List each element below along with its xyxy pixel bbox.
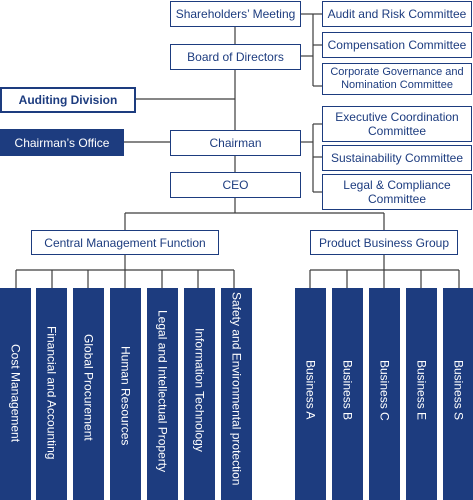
committee-governance-nomination: Corporate Governance and Nomination Comm…: [322, 63, 472, 95]
function-cost-management-label: Cost Management: [8, 344, 23, 443]
business-b: Business B: [332, 288, 363, 500]
auditing-division-box: Auditing Division: [0, 87, 136, 113]
committee-legal-compliance: Legal & Compliance Committee: [322, 174, 472, 210]
committee-sustainability: Sustainability Committee: [322, 145, 472, 171]
committee-audit-risk-label: Audit and Risk Committee: [327, 7, 467, 21]
committee-compensation: Compensation Committee: [322, 32, 472, 58]
business-b-label: Business B: [340, 360, 355, 421]
committee-legal-compliance-label: Legal & Compliance Committee: [343, 178, 451, 206]
function-financial-accounting-label: Financial and Accounting: [44, 326, 59, 460]
business-c-label: Business C: [377, 360, 392, 421]
function-safety-environmental-label: Safety and Environmental protection: [229, 292, 244, 486]
chairmans-office-box: Chairman’s Office: [0, 129, 124, 156]
committee-audit-risk: Audit and Risk Committee: [322, 1, 472, 27]
business-e: Business E: [406, 288, 437, 500]
chairman-label: Chairman: [209, 136, 262, 150]
committee-governance-nomination-label: Corporate Governance and Nomination Comm…: [330, 66, 464, 91]
function-information-technology: Information Technology: [184, 288, 215, 500]
function-information-technology-label: Information Technology: [192, 328, 207, 452]
business-s-label: Business S: [451, 360, 466, 421]
function-legal-ip-label: Legal and Intellectual Property: [155, 310, 170, 473]
business-e-label: Business E: [414, 360, 429, 421]
board-of-directors-box: Board of Directors: [170, 44, 301, 70]
function-cost-management: Cost Management: [0, 288, 31, 500]
function-financial-accounting: Financial and Accounting: [36, 288, 67, 500]
board-of-directors-label: Board of Directors: [187, 50, 284, 64]
committee-executive-coordination-label: Executive Coordination Committee: [335, 110, 459, 138]
shareholders-meeting-label: Shareholders’ Meeting: [175, 7, 296, 21]
function-legal-ip: Legal and Intellectual Property: [147, 288, 178, 500]
function-human-resources-label: Human Resources: [118, 346, 133, 446]
business-s: Business S: [443, 288, 473, 500]
auditing-division-label: Auditing Division: [18, 93, 118, 107]
central-management-function-label: Central Management Function: [44, 235, 206, 250]
central-management-function-box: Central Management Function: [31, 230, 219, 255]
chairman-box: Chairman: [170, 130, 301, 156]
business-a-label: Business A: [303, 360, 318, 420]
committee-compensation-label: Compensation Committee: [327, 38, 467, 52]
function-safety-environmental: Safety and Environmental protection: [221, 288, 252, 500]
product-business-group-label: Product Business Group: [318, 235, 450, 250]
function-global-procurement-label: Global Procurement: [81, 334, 96, 441]
ceo-box: CEO: [170, 172, 301, 198]
product-business-group-box: Product Business Group: [310, 230, 458, 255]
shareholders-meeting-box: Shareholders’ Meeting: [170, 1, 301, 27]
committee-sustainability-label: Sustainability Committee: [330, 151, 464, 165]
function-global-procurement: Global Procurement: [73, 288, 104, 500]
function-human-resources: Human Resources: [110, 288, 141, 500]
committee-executive-coordination: Executive Coordination Committee: [322, 106, 472, 142]
chairmans-office-label: Chairman’s Office: [14, 135, 110, 150]
business-c: Business C: [369, 288, 400, 500]
business-a: Business A: [295, 288, 326, 500]
ceo-label: CEO: [222, 178, 249, 192]
